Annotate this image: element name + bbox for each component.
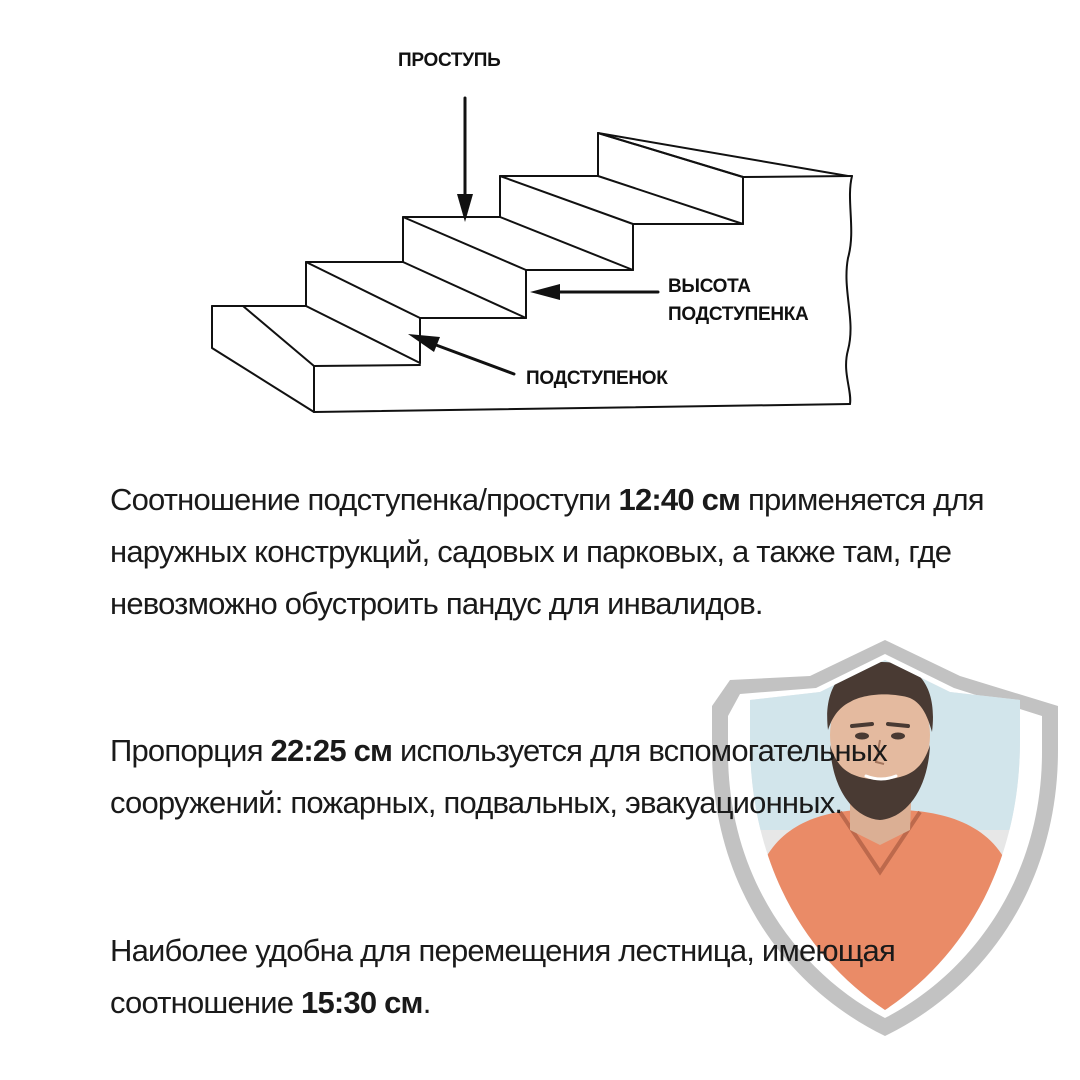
bearded-man-shield-logo-icon [712,640,1058,1036]
label-tread: ПРОСТУПЬ [398,50,500,71]
stair-step-2 [305,261,527,364]
p1-text-rest: применяется для наружных конструкций, са… [110,482,985,621]
tread-arrow [457,96,473,222]
paragraph-ratio-22-25: Пропорция 22:25 см используется для вспо… [110,725,990,829]
stair-step-1 [211,305,421,413]
paragraph-ratio-12-40: Соотношение подступенка/проступи 12:40 с… [110,474,990,630]
stair-step-3 [402,216,634,319]
p1-text: Соотношение подступенка/проступи [110,482,619,517]
stair-side-wall [313,175,853,413]
p2-ratio: 22:25 см [270,733,393,768]
label-riser-height-line1: ВЫСОТА [668,276,751,297]
p3-text-rest: . [422,985,432,1020]
riser-arrow [408,334,516,376]
staircase-diagram: ПРОСТУПЬ ВЫСОТА ПОДСТУПЕНКА ПОДСТУПЕНОК [211,50,853,413]
stair-step-4 [499,175,744,271]
label-riser-height-line2: ПОДСТУПЕНКА [668,304,809,325]
stair-step-5 [597,132,853,225]
p2-text: Пропорция [110,733,271,768]
paragraph-ratio-15-30: Наиболее удобна для перемещения лестница… [110,925,990,1029]
label-riser: ПОДСТУПЕНОК [526,368,668,389]
riser-height-arrow [530,284,660,300]
p3-ratio: 15:30 см [301,985,423,1020]
p3-text: Наиболее удобна для перемещения лестница… [110,933,896,1020]
p2-text-rest: используется для вспомогательных сооруже… [110,733,888,820]
p1-ratio: 12:40 см [618,482,741,517]
